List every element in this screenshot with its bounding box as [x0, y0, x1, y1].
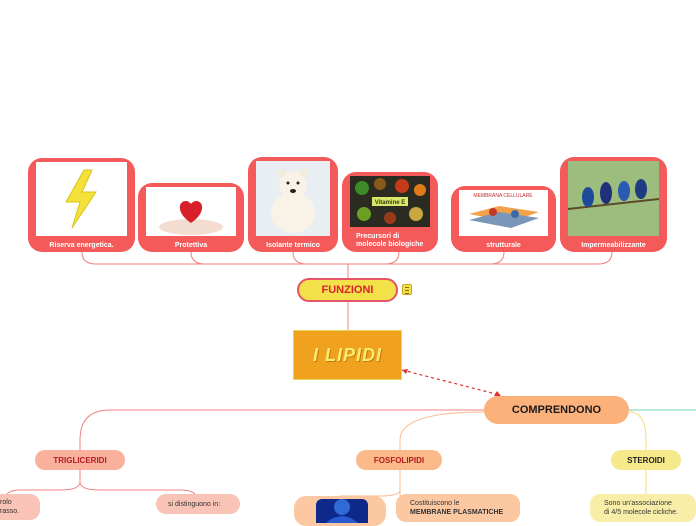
- trigliceridi-note-right[interactable]: [156, 494, 240, 514]
- trigliceridi-node[interactable]: TRIGLICERIDI: [35, 450, 125, 470]
- card-label: Isolante termico: [266, 242, 320, 249]
- vitamine-text: Vitamine E: [375, 200, 406, 206]
- card-strutturale[interactable]: MEMBRANA CELLULARE strutturale: [451, 186, 556, 252]
- lightning-bolt-image: [36, 162, 127, 236]
- food-vitamins-image: Vitamine E: [350, 176, 430, 227]
- central-topic-lipidi[interactable]: I LIPIDI: [293, 330, 402, 380]
- card-label-line2: molecole biologiche: [356, 241, 424, 248]
- card-isolante-termico[interactable]: Isolante termico: [248, 157, 338, 252]
- birds-image: [568, 161, 659, 236]
- funzioni-node[interactable]: FUNZIONI: [297, 278, 398, 302]
- card-riserva-energetica[interactable]: Riserva energetica.: [28, 158, 135, 252]
- card-label: strutturale: [486, 242, 521, 249]
- note-line2: di 4/5 molecole cicliche.: [604, 509, 678, 516]
- fosfolipidi-note[interactable]: [396, 494, 520, 522]
- note-line1: Costituiscono le: [410, 500, 460, 507]
- note-line2: rasso.: [0, 508, 20, 515]
- trigliceridi-note-left-text: rolo rasso.: [0, 498, 19, 516]
- card-label-line1: Precursori di: [356, 233, 400, 240]
- membrane-title-text: MEMBRANA CELLULARE: [473, 193, 533, 199]
- notes-icon[interactable]: [402, 284, 412, 295]
- card-label: Precursori di molecole biologiche: [356, 233, 423, 249]
- card-label: Impermeabilizzante: [581, 242, 646, 249]
- trigliceridi-note-right-text: si distinguono in:: [168, 501, 221, 508]
- card-protettiva[interactable]: Protettiva: [138, 183, 244, 252]
- note-line1: Sono un'associazione: [604, 500, 672, 507]
- steroidi-note[interactable]: [590, 494, 696, 522]
- fosfolipidi-node[interactable]: FOSFOLIPIDI: [356, 450, 442, 470]
- comprendono-node[interactable]: COMPRENDONO: [484, 396, 629, 424]
- note-line1: rolo: [0, 499, 12, 506]
- polar-bear-image: [256, 161, 330, 236]
- card-label: Protettiva: [174, 242, 208, 249]
- note-line2: MEMBRANE PLASMATICHE: [410, 509, 504, 516]
- card-precursori[interactable]: Vitamine E Precursori di molecole biolog…: [342, 172, 438, 252]
- fosfolipidi-note-text: Costituiscono le MEMBRANE PLASMATICHE: [410, 499, 503, 517]
- steroidi-node[interactable]: STEROIDI: [611, 450, 681, 470]
- human-body-image: [316, 499, 368, 523]
- trigliceridi-note-left[interactable]: [0, 494, 40, 520]
- card-label: Riserva energetica.: [49, 242, 114, 249]
- hands-heart-image: [146, 187, 236, 236]
- cell-membrane-image: MEMBRANA CELLULARE: [459, 190, 548, 236]
- card-impermeabilizzante[interactable]: Impermeabilizzante: [560, 157, 667, 252]
- steroidi-note-text: Sono un'associazione di 4/5 molecole cic…: [604, 499, 678, 517]
